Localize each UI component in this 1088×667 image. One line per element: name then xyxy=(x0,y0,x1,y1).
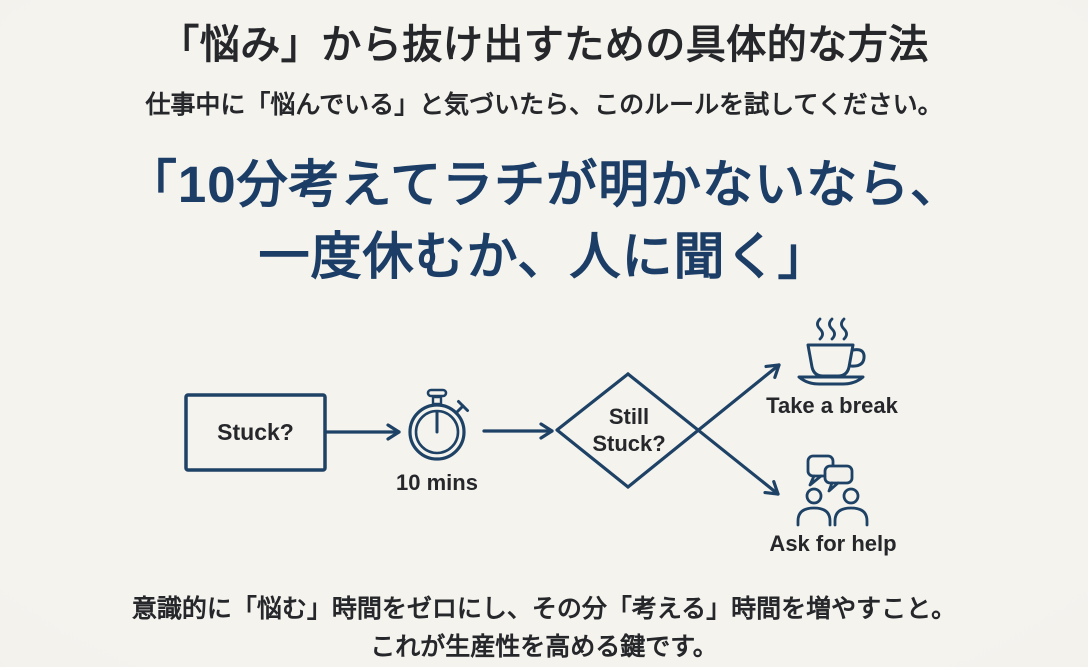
rule-quote-line2: 一度休むか、人に聞く」 xyxy=(258,228,830,285)
page-title: 「悩み」から抜け出すための具体的な方法 xyxy=(159,23,929,67)
coffee-cup-icon xyxy=(797,317,866,386)
timer-label: 10 mins xyxy=(396,470,478,495)
stopwatch-icon xyxy=(408,388,469,461)
footer-line2: これが生産性を高める鍵です。 xyxy=(370,633,718,661)
start-box-label: Stuck? xyxy=(217,419,294,445)
arrow-to-break xyxy=(626,363,781,489)
decision-diamond xyxy=(555,372,630,489)
decision-label-line1: Still xyxy=(608,404,650,429)
people-talking-icon xyxy=(796,454,869,527)
rule-quote: 「10分考えてラチが明かないなら、 一度休むか、人に聞く」 xyxy=(0,149,1088,293)
footer-line1: 意識的に「悩む」時間をゼロにし、その分「考える」時間を増やすこと。 xyxy=(131,595,957,623)
arrow-to-help xyxy=(626,372,780,496)
outcome-break-label: Take a break xyxy=(766,393,898,418)
outcome-help-label: Ask for help xyxy=(769,531,897,556)
decision-label: Still Stuck? xyxy=(592,403,665,457)
footer-note: 意識的に「悩む」時間をゼロにし、その分「考える」時間を増やすこと。 これが生産性… xyxy=(0,590,1088,666)
start-box xyxy=(184,393,327,472)
rule-quote-line1: 「10分考えてラチが明かないなら、 xyxy=(125,156,963,213)
page-subtitle: 仕事中に「悩んでいる」と気づいたら、このルールを試してください。 xyxy=(145,91,943,119)
decision-label-line2: Stuck? xyxy=(592,431,666,456)
